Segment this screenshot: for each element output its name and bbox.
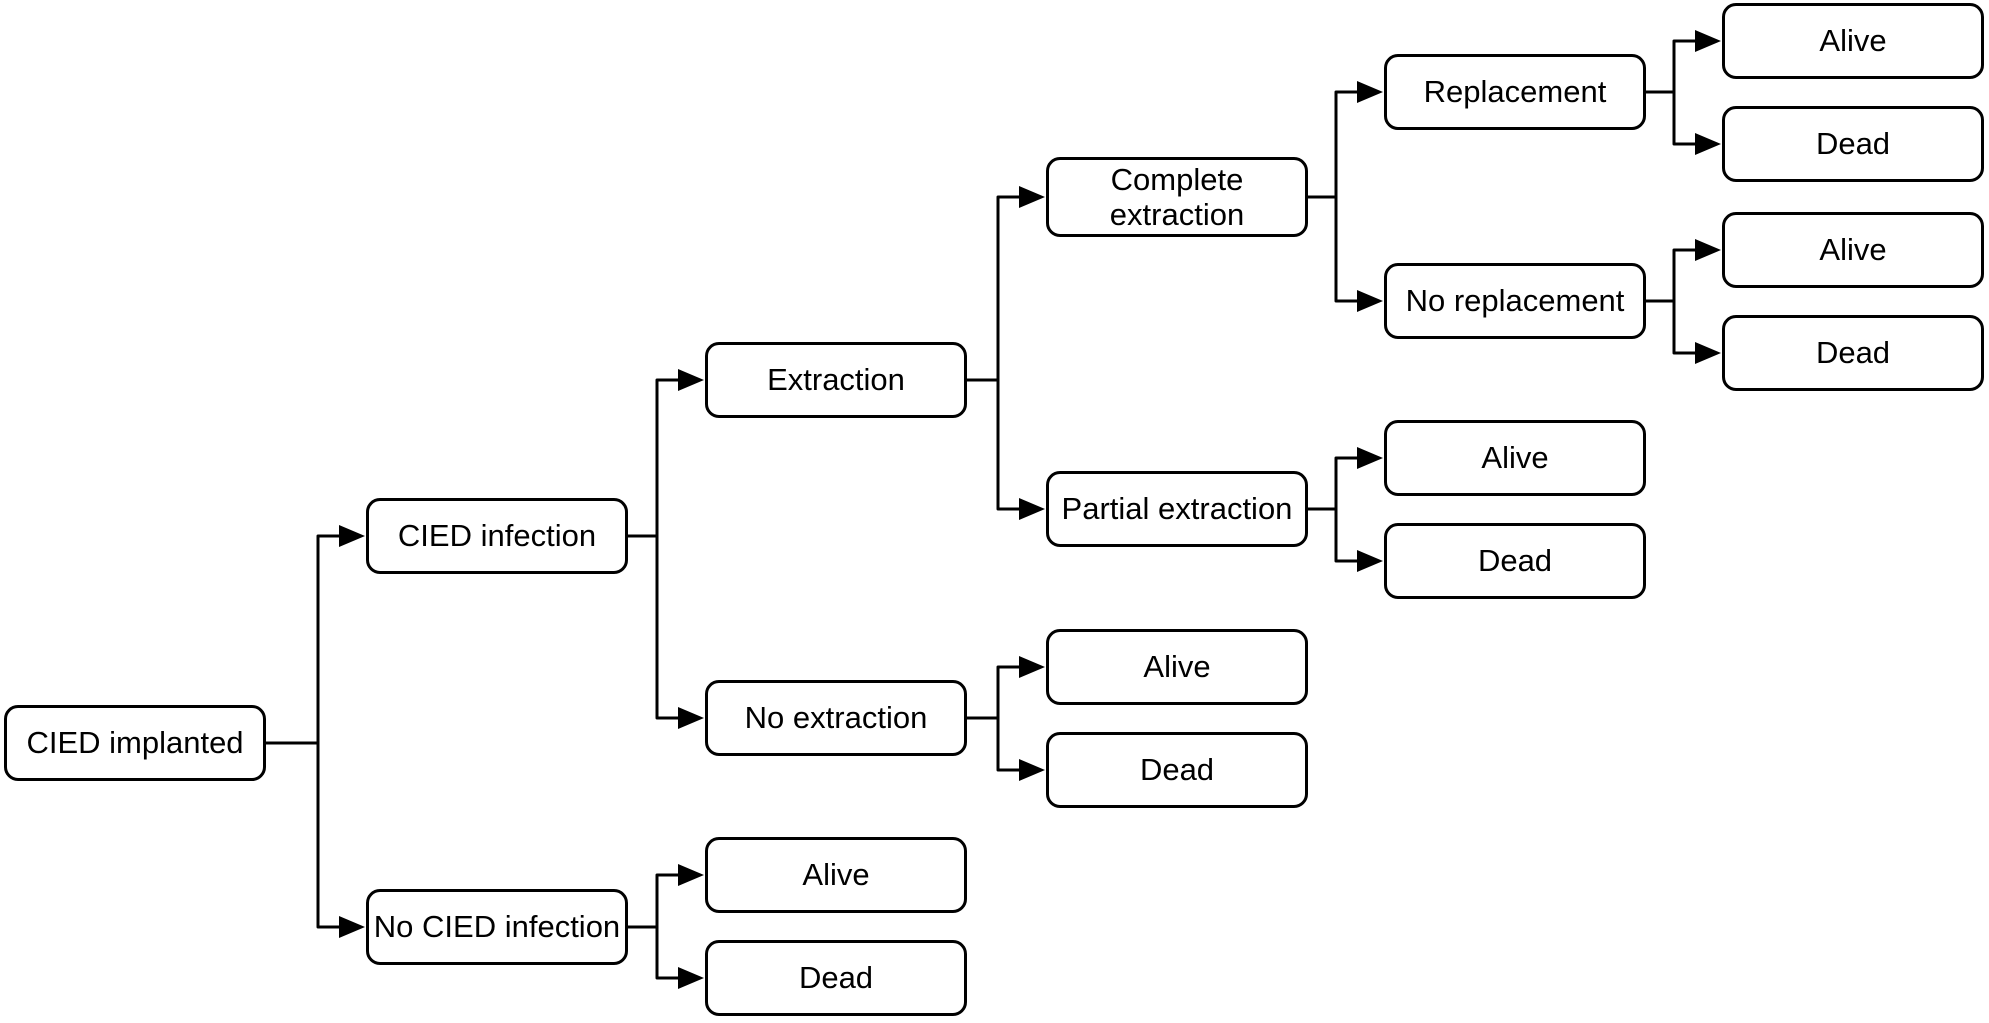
edge-cied-infection-to-extraction <box>628 378 685 538</box>
node-cied-implanted: CIED implanted <box>4 705 266 781</box>
node-dead-no-extraction: Dead <box>1046 732 1308 808</box>
node-dead-partial-extraction: Dead <box>1384 523 1646 599</box>
edge-arrowhead-icon <box>339 525 365 547</box>
edge-extraction-to-complete-extraction <box>967 195 1026 382</box>
node-label-cied-infection: CIED infection <box>397 518 597 554</box>
node-no-cied-infection: No CIED infection <box>366 889 628 965</box>
edge-cied-infection-to-no-extraction <box>628 534 685 720</box>
node-label-partial-extraction: Partial extraction <box>1061 491 1293 527</box>
edge-arrowhead-icon <box>1019 186 1045 208</box>
edge-replacement-to-alive-replacement <box>1646 39 1702 94</box>
node-dead-no-replacement: Dead <box>1722 315 1984 391</box>
edge-partial-extraction-to-alive-partial-extraction <box>1308 456 1364 511</box>
edge-extraction-to-partial-extraction <box>967 378 1026 511</box>
edge-arrowhead-icon <box>1357 550 1383 572</box>
edge-arrowhead-icon <box>1019 498 1045 520</box>
edge-arrowhead-icon <box>1695 342 1721 364</box>
node-label-cied-implanted: CIED implanted <box>26 725 244 761</box>
edge-complete-extraction-to-no-replacement <box>1308 195 1364 303</box>
node-dead-no-cied-infection: Dead <box>705 940 967 1016</box>
node-label-alive-no-extraction: Alive <box>1143 649 1211 685</box>
edge-no-cied-infection-to-dead-no-cied-infection <box>628 925 685 980</box>
node-label-alive-no-replacement: Alive <box>1819 232 1887 268</box>
edge-arrowhead-icon <box>339 916 365 938</box>
node-complete-extraction: Complete extraction <box>1046 157 1308 237</box>
edge-cied-implanted-to-cied-infection <box>266 534 346 745</box>
node-extraction: Extraction <box>705 342 967 418</box>
node-label-dead-no-replacement: Dead <box>1815 335 1891 371</box>
node-cied-infection: CIED infection <box>366 498 628 574</box>
node-alive-no-replacement: Alive <box>1722 212 1984 288</box>
node-label-no-extraction: No extraction <box>744 700 928 736</box>
node-label-alive-no-cied-infection: Alive <box>802 857 870 893</box>
node-alive-no-cied-infection: Alive <box>705 837 967 913</box>
node-label-no-cied-infection: No CIED infection <box>373 909 621 945</box>
node-replacement: Replacement <box>1384 54 1646 130</box>
node-alive-partial-extraction: Alive <box>1384 420 1646 496</box>
edge-arrowhead-icon <box>1695 239 1721 261</box>
node-label-alive-replacement: Alive <box>1819 23 1887 59</box>
edge-arrowhead-icon <box>1357 447 1383 469</box>
node-label-dead-partial-extraction: Dead <box>1477 543 1553 579</box>
edge-arrowhead-icon <box>1357 290 1383 312</box>
node-label-complete-extraction: Complete extraction <box>1109 161 1245 232</box>
node-label-dead-no-cied-infection: Dead <box>798 960 874 996</box>
node-label-no-replacement: No replacement <box>1405 283 1625 319</box>
edge-no-extraction-to-dead-no-extraction <box>967 716 1026 772</box>
node-alive-no-extraction: Alive <box>1046 629 1308 705</box>
node-no-extraction: No extraction <box>705 680 967 756</box>
edge-arrowhead-icon <box>678 369 704 391</box>
edge-no-cied-infection-to-alive-no-cied-infection <box>628 873 685 929</box>
edge-replacement-to-dead-replacement <box>1646 90 1702 146</box>
node-label-extraction: Extraction <box>767 362 905 398</box>
edge-cied-implanted-to-no-cied-infection <box>266 741 346 929</box>
edge-arrowhead-icon <box>1019 656 1045 678</box>
node-no-replacement: No replacement <box>1384 263 1646 339</box>
edge-no-replacement-to-alive-no-replacement <box>1646 248 1702 303</box>
node-label-dead-replacement: Dead <box>1815 126 1891 162</box>
node-alive-replacement: Alive <box>1722 3 1984 79</box>
edge-arrowhead-icon <box>678 864 704 886</box>
edge-arrowhead-icon <box>1695 30 1721 52</box>
edge-arrowhead-icon <box>678 707 704 729</box>
edge-arrowhead-icon <box>1357 81 1383 103</box>
node-dead-replacement: Dead <box>1722 106 1984 182</box>
edge-no-extraction-to-alive-no-extraction <box>967 665 1026 720</box>
edge-arrowhead-icon <box>1695 133 1721 155</box>
node-label-alive-partial-extraction: Alive <box>1481 440 1549 476</box>
node-label-replacement: Replacement <box>1423 74 1607 110</box>
edge-no-replacement-to-dead-no-replacement <box>1646 299 1702 355</box>
node-partial-extraction: Partial extraction <box>1046 471 1308 547</box>
node-label-dead-no-extraction: Dead <box>1139 752 1215 788</box>
edge-arrowhead-icon <box>1019 759 1045 781</box>
edge-partial-extraction-to-dead-partial-extraction <box>1308 507 1364 563</box>
edge-arrowhead-icon <box>678 967 704 989</box>
edge-complete-extraction-to-replacement <box>1308 90 1364 199</box>
